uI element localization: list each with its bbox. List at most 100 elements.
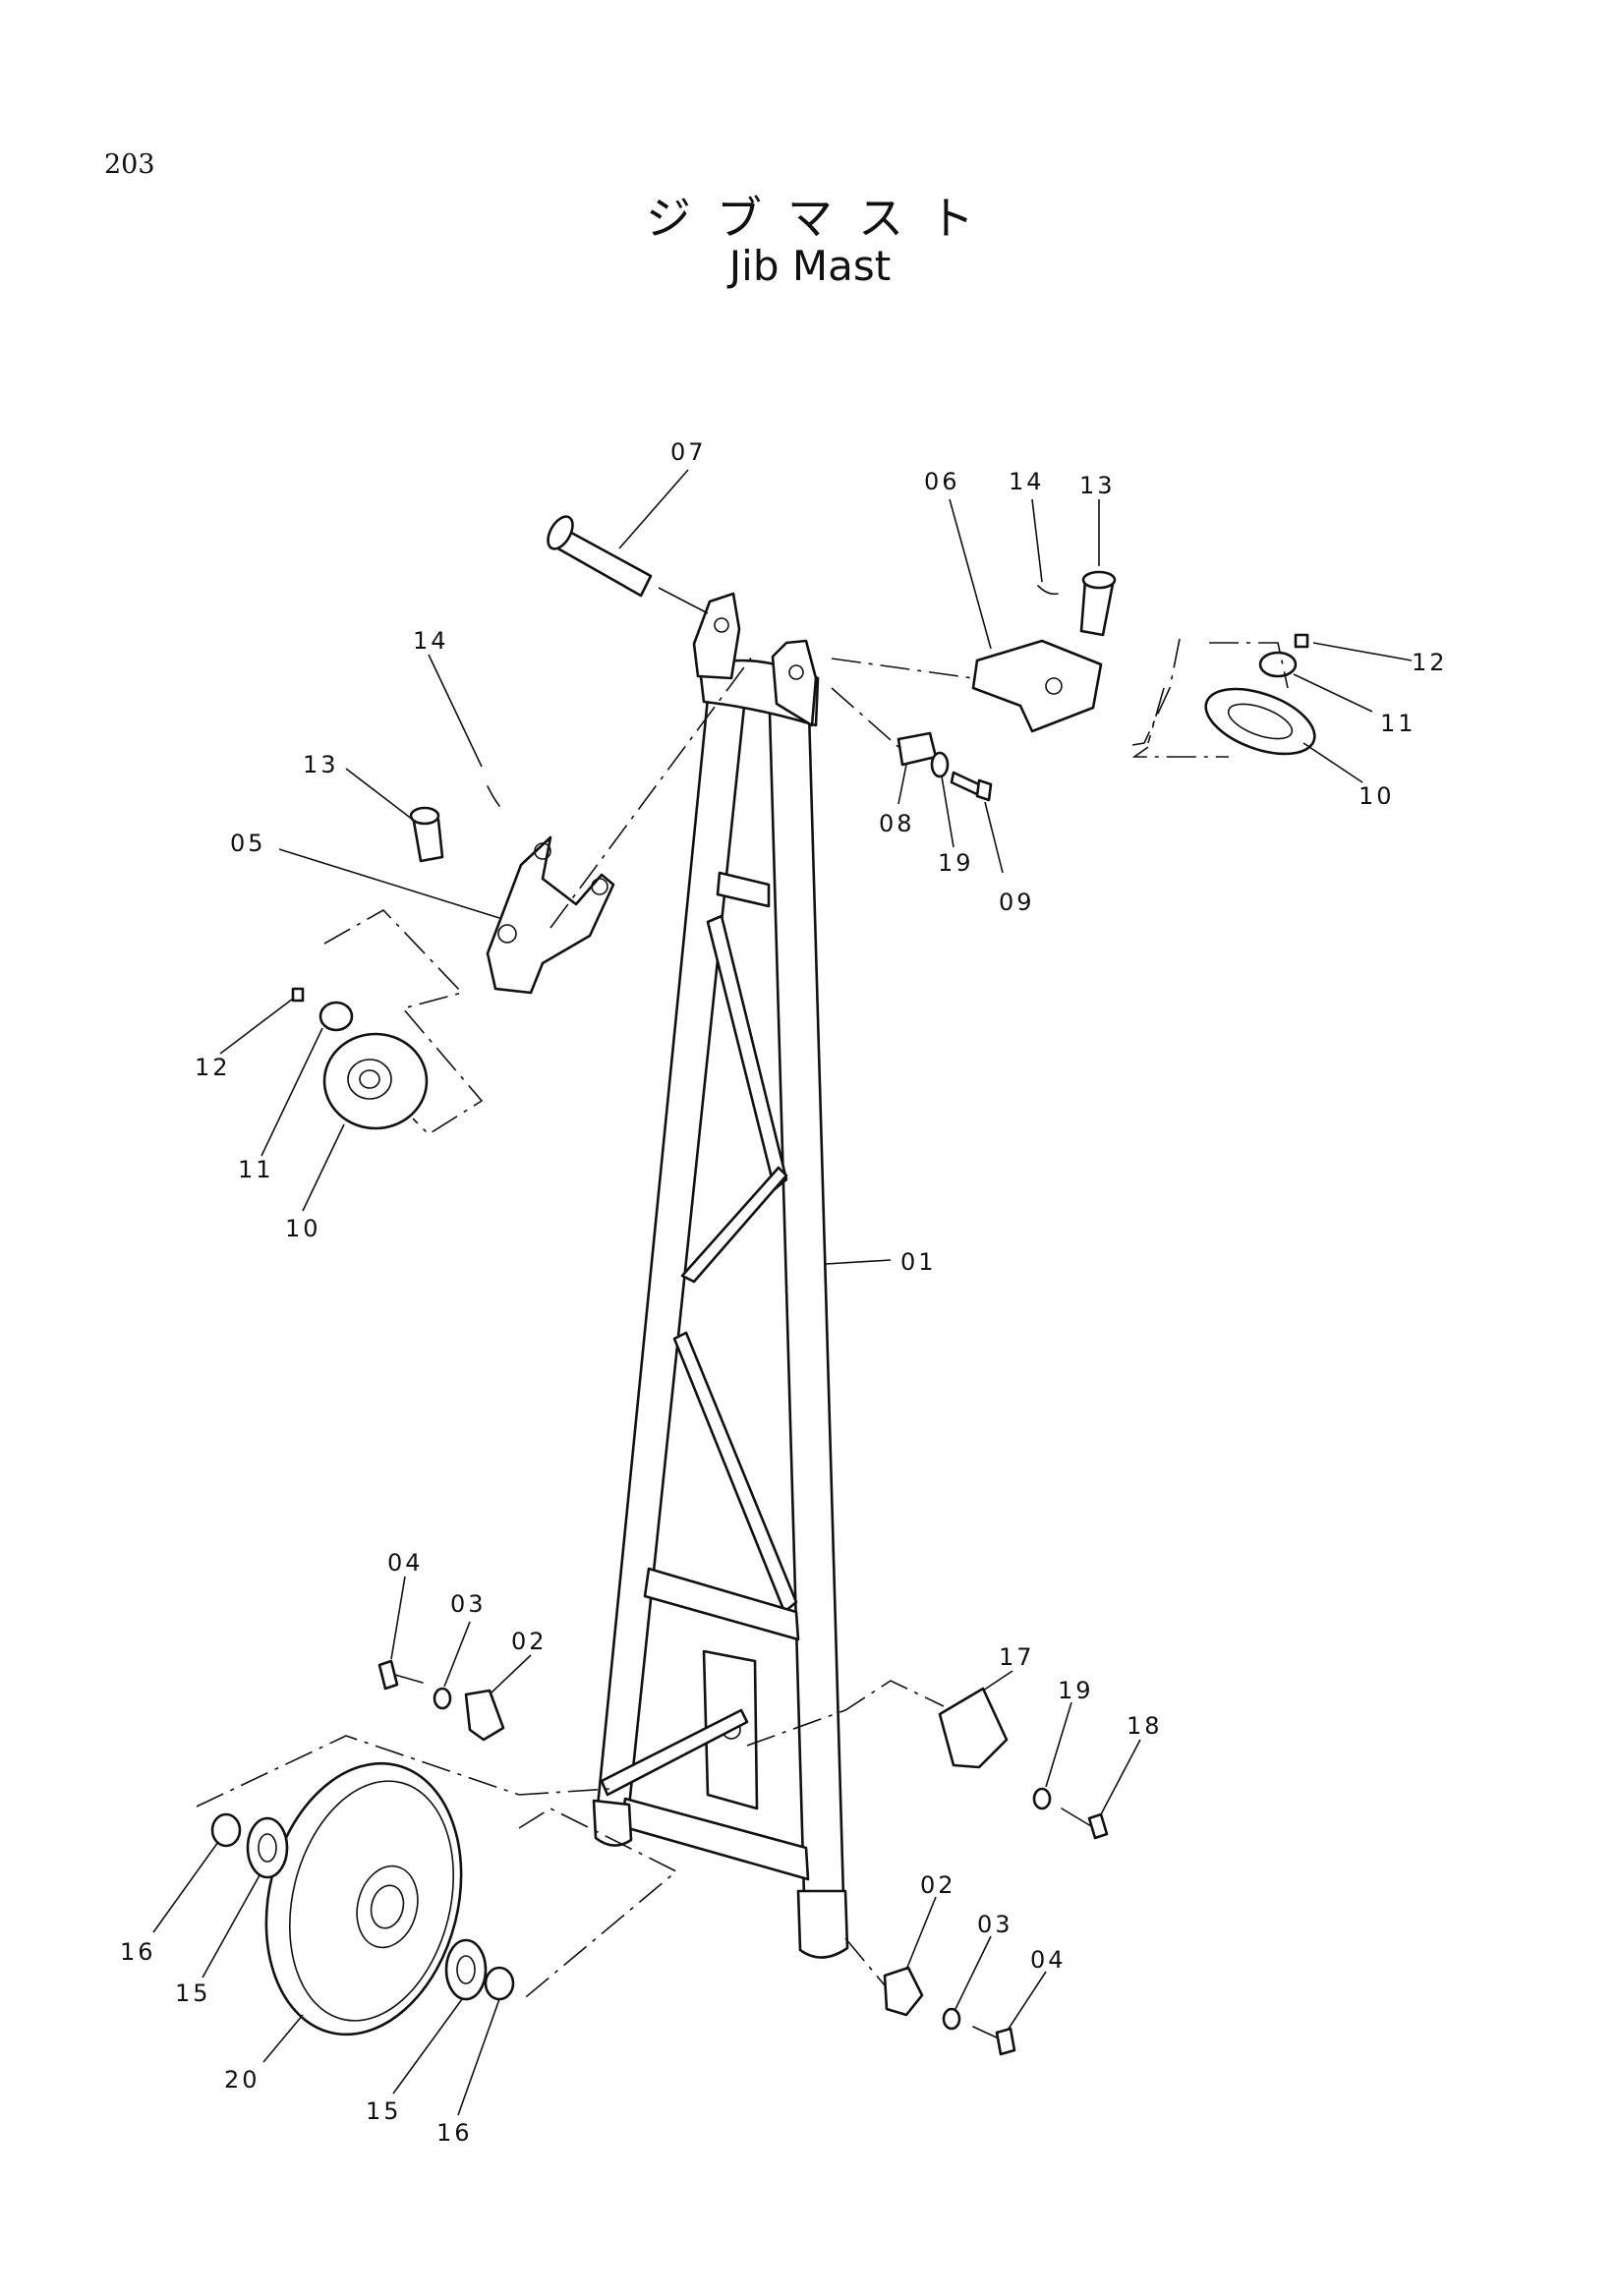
callout-06: 06 <box>924 468 960 495</box>
callout-14-upper: 14 <box>1009 468 1045 495</box>
bracket-06 <box>971 639 1103 733</box>
assembly-line-plate-08 <box>831 687 899 748</box>
sheave-10-lower-bore <box>359 1069 380 1089</box>
assembly-line-lower-left <box>323 908 484 1136</box>
callout-15-left: 15 <box>175 1980 211 2007</box>
callout-16-left: 16 <box>120 1938 156 1966</box>
mast-frame <box>592 592 849 1959</box>
mast-diagonal-1 <box>706 914 788 1191</box>
callout-13-upper: 13 <box>1079 472 1116 499</box>
callout-12-lower: 12 <box>195 1054 231 1081</box>
bolt-04-right-head <box>995 2027 1016 2056</box>
mast-foot-left <box>592 1799 633 1847</box>
callout-02-left: 02 <box>511 1628 548 1655</box>
assembly-line-block-02-right <box>844 1937 886 1986</box>
bushing-11-lower <box>318 1001 354 1032</box>
pin-07-head <box>547 515 574 550</box>
sheave-20-groove <box>288 1780 455 2022</box>
sheave-10-lower <box>322 1032 429 1130</box>
callout-12-upper: 12 <box>1412 649 1448 676</box>
callout-19-upper: 19 <box>938 849 974 877</box>
cotter-14-lower <box>487 785 500 807</box>
callout-15-right: 15 <box>366 2097 402 2125</box>
sheave-10-lower-hub <box>347 1059 392 1100</box>
assembly-line-upper-right <box>1131 638 1229 758</box>
mast-right-leg <box>767 676 845 1899</box>
sheave-20-hub <box>356 1865 419 1949</box>
bracket-06-assembly <box>831 570 1316 758</box>
callout-03-left: 03 <box>450 1590 487 1618</box>
bracket-05-hole-lower <box>497 924 517 944</box>
washer-03-left <box>433 1687 452 1710</box>
mast-brace-upper <box>716 871 771 908</box>
bracket-05-assembly <box>291 652 756 1136</box>
mast-top-lug-right <box>771 639 818 727</box>
callout-16-right: 16 <box>436 2119 473 2147</box>
lower-right-fittings <box>746 1680 1109 1840</box>
bottom-right-fittings <box>844 1937 1016 2056</box>
bolt-04-left-shank <box>394 1674 424 1684</box>
bracket-05-hole-right <box>591 878 608 895</box>
callout-10-upper: 10 <box>1359 782 1395 810</box>
callout-09: 09 <box>999 889 1035 916</box>
bearing-15-left-inner <box>258 1833 277 1863</box>
callout-18: 18 <box>1127 1712 1163 1740</box>
bolt-09-head <box>975 778 993 802</box>
block-02-right <box>883 1966 924 2017</box>
mast-top-lug-left-hole <box>714 617 729 633</box>
bolt-04-left-head <box>377 1659 399 1691</box>
callout-03-right: 03 <box>977 1911 1013 1938</box>
bolt-18-shank <box>1061 1808 1092 1827</box>
callout-14-lower: 14 <box>413 627 449 655</box>
mast-top-lug-right-hole <box>788 664 804 680</box>
mast-base-bar <box>619 1797 810 1881</box>
callout-05: 05 <box>230 830 266 857</box>
callout-19-lower: 19 <box>1058 1677 1094 1704</box>
mast-diagonal-2 <box>680 1166 788 1284</box>
bracket-05-hole-upper <box>534 842 551 860</box>
plate-08 <box>897 731 938 767</box>
grease-nipple-12-upper <box>1294 633 1309 649</box>
callout-08: 08 <box>879 810 915 837</box>
assembly-line-upper-right-2 <box>1209 642 1289 689</box>
callout-04-left: 04 <box>387 1549 424 1577</box>
page-number: 203 <box>104 149 155 180</box>
bolt-18-head <box>1087 1812 1109 1840</box>
mast-brace-lower <box>643 1567 800 1641</box>
grease-nipple-12-lower <box>291 987 305 1003</box>
callout-04-right: 04 <box>1030 1946 1067 1974</box>
sheave-10-upper <box>1204 687 1316 756</box>
bearing-15-right <box>444 1938 488 2001</box>
assembly-line-sheave-axle <box>518 1788 610 1796</box>
washer-03-right <box>942 2007 961 2031</box>
plate-08-assembly <box>831 687 993 802</box>
pin-17 <box>938 1687 1009 1769</box>
callout-07: 07 <box>670 438 707 466</box>
assembly-line-bracket-06 <box>831 658 974 679</box>
bracket-05 <box>486 835 615 995</box>
bolt-04-right-shank <box>972 2026 1000 2039</box>
bearing-15-right-inner <box>456 1955 476 1984</box>
callout-01: 01 <box>900 1248 937 1276</box>
mast-top-lug-left <box>692 592 741 680</box>
leader-lines <box>152 469 1413 2116</box>
callout-20: 20 <box>224 2066 260 2094</box>
callout-labels: 07 06 14 13 12 11 10 08 19 09 14 13 05 1… <box>120 438 1448 2147</box>
pin-13-lower-head <box>409 806 440 826</box>
mast-base-axle <box>600 1708 749 1797</box>
mast-foot-right <box>796 1889 849 1959</box>
ring-16-left <box>210 1812 242 1848</box>
cotter-14-upper <box>1037 585 1059 596</box>
sheave-10-upper-groove <box>1227 703 1294 740</box>
sheave-20-bore <box>370 1884 405 1929</box>
assembly-line-bracket-05 <box>550 652 756 929</box>
pin-07 <box>547 515 653 598</box>
callout-17: 17 <box>999 1643 1035 1671</box>
bracket-06-hole <box>1045 677 1063 695</box>
callout-10-lower: 10 <box>285 1215 321 1242</box>
callout-11-upper: 11 <box>1380 710 1417 737</box>
bearing-15-left <box>246 1816 289 1879</box>
washer-19-upper <box>930 751 950 778</box>
